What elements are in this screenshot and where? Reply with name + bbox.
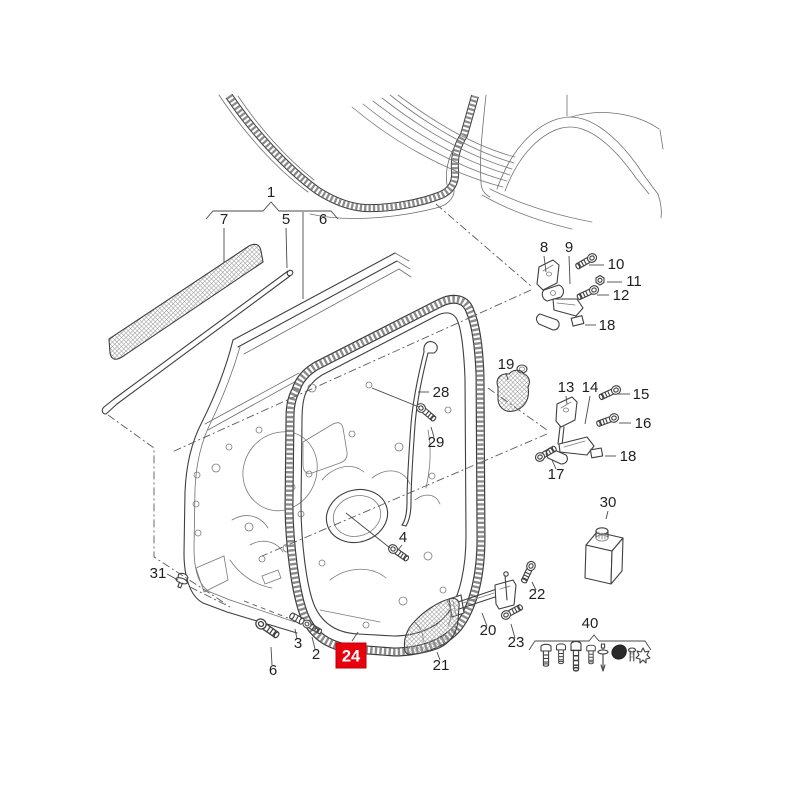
callout-28: 28	[433, 384, 450, 401]
callout-18-upper: 18	[599, 317, 616, 334]
callout-9: 9	[565, 239, 573, 256]
callout-22: 22	[529, 586, 546, 603]
kit-clip	[611, 644, 627, 660]
bolt-10	[573, 251, 599, 272]
callout-40: 40	[582, 615, 599, 632]
callout-13: 13	[558, 379, 575, 396]
callout-2: 2	[312, 646, 320, 663]
bolt-15	[597, 383, 623, 403]
car-body-outline	[218, 93, 664, 230]
callout-18-lower: 18	[620, 448, 637, 465]
nut-11	[595, 274, 605, 286]
lower-hinge	[533, 383, 623, 465]
callout-14: 14	[582, 379, 599, 396]
reference-lines	[107, 203, 548, 619]
callout-3: 3	[294, 635, 302, 652]
wedge-21	[403, 597, 460, 655]
grease-box-30	[584, 527, 624, 585]
callout-4: 4	[399, 529, 407, 546]
callout-10: 10	[608, 256, 625, 273]
callout-21: 21	[433, 657, 450, 674]
callout-6-bottom: 6	[269, 662, 277, 679]
bolt-12	[575, 283, 601, 303]
washer-18-lower	[589, 447, 604, 459]
callout-11: 11	[626, 273, 642, 290]
upper-hinge	[535, 251, 605, 331]
callout-6-top: 6	[319, 211, 327, 228]
callout-17: 17	[548, 466, 565, 483]
kit-star-nut	[635, 647, 651, 664]
callout-20: 20	[480, 622, 497, 639]
kit-small-bolt	[627, 647, 637, 662]
clip-31	[175, 572, 189, 589]
callout-31: 31	[150, 565, 167, 582]
highlighted-part-badge[interactable]: 24	[335, 642, 367, 669]
callout-12: 12	[613, 287, 630, 304]
speaker-hole	[325, 488, 389, 544]
screw-29	[414, 401, 439, 424]
molding-strip-5	[101, 269, 294, 415]
callout-1: 1	[267, 184, 275, 201]
window-guide-channel-28	[401, 341, 438, 527]
callout-7: 7	[220, 211, 228, 228]
leader-lines	[166, 201, 631, 666]
callout-30: 30	[600, 494, 617, 511]
callout-5: 5	[282, 211, 290, 228]
callout-29: 29	[428, 434, 445, 451]
bolt-6	[253, 616, 282, 641]
callout-23: 23	[508, 634, 525, 651]
kit-screw	[597, 643, 609, 672]
grommet-19	[496, 364, 530, 412]
callout-19: 19	[498, 356, 515, 373]
molding-strip-7	[108, 243, 264, 360]
fastener-kit-40	[528, 634, 652, 672]
door-seal-24	[284, 294, 486, 657]
door-aperture-seal	[225, 93, 479, 213]
outer-door-panel	[183, 252, 412, 634]
bolt-22	[518, 559, 538, 585]
washer-18-upper	[570, 315, 585, 327]
callout-15: 15	[633, 386, 650, 403]
door-check-strap-20	[448, 559, 538, 622]
kit-40-bracket	[528, 634, 652, 651]
callout-labels: 1 7 5 6 8 9 10 11 12 18 19 13 14 15 16 1…	[150, 184, 652, 679]
group-1-bracket	[205, 201, 339, 220]
callout-16: 16	[635, 415, 652, 432]
highlighted-part-label[interactable]: 24	[342, 648, 361, 666]
bolt-16	[595, 411, 621, 429]
callout-8: 8	[540, 239, 548, 256]
